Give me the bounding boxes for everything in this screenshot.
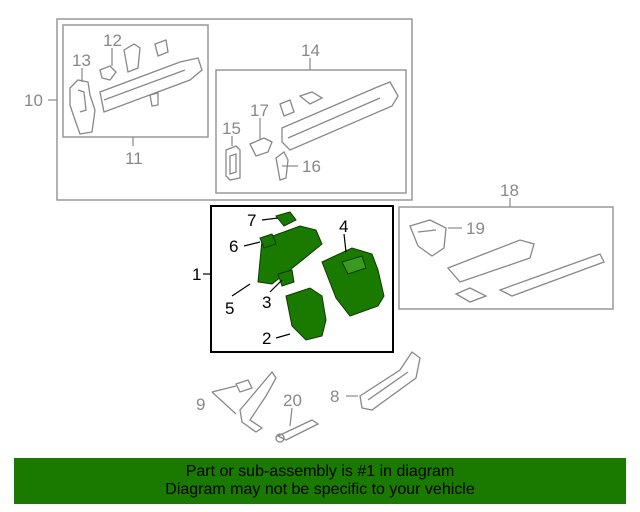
group-box-10 <box>56 18 413 201</box>
callout-3: 3 <box>262 293 271 312</box>
callout-19: 19 <box>466 219 485 238</box>
part-8 <box>359 351 421 411</box>
part-16 <box>275 151 289 181</box>
parts-diagram: 10 11 12 13 14 15 17 16 18 19 9 20 8 1 7… <box>24 18 614 443</box>
callout-7: 7 <box>247 211 256 230</box>
part-17 <box>249 137 273 157</box>
part-15 <box>225 145 241 181</box>
group-box-1 <box>210 205 394 353</box>
banner-line-1: Part or sub-assembly is #1 in diagram <box>185 463 455 480</box>
part-4 <box>321 247 385 317</box>
leader-lines <box>48 48 511 427</box>
group-box-11 <box>62 24 209 138</box>
callout-4: 4 <box>339 217 348 236</box>
part-12 <box>99 65 117 81</box>
callout-20: 20 <box>283 391 302 410</box>
part-20 <box>275 419 320 443</box>
part-9 <box>235 370 277 433</box>
part-19 <box>409 219 447 257</box>
part-rail-18 <box>446 239 605 303</box>
callout-14: 14 <box>301 41 320 60</box>
callout-5: 5 <box>225 299 234 318</box>
callout-16: 16 <box>302 157 321 176</box>
callout-8: 8 <box>330 387 339 406</box>
info-banner: Part or sub-assembly is #1 in diagram Di… <box>14 458 626 504</box>
callout-6: 6 <box>229 237 238 256</box>
part-2 <box>285 287 327 341</box>
banner-line-2: Diagram may not be specific to your vehi… <box>165 481 475 498</box>
group-box-18 <box>398 206 614 310</box>
callout-11: 11 <box>125 149 143 168</box>
callout-9: 9 <box>196 395 205 414</box>
callout-13: 13 <box>72 51 91 70</box>
part-1-rail <box>257 211 323 285</box>
callout-12: 12 <box>103 31 122 50</box>
callout-1: 1 <box>192 265 201 284</box>
part-rail-11 <box>99 39 203 113</box>
callout-10: 10 <box>24 91 43 110</box>
callout-2: 2 <box>262 329 271 348</box>
callout-15: 15 <box>222 119 241 138</box>
part-14 <box>279 81 399 151</box>
part-13 <box>69 79 96 135</box>
group-box-14 <box>215 69 407 194</box>
callout-18: 18 <box>500 181 519 200</box>
callout-17: 17 <box>250 101 269 120</box>
leader-lines-dark <box>203 217 347 339</box>
